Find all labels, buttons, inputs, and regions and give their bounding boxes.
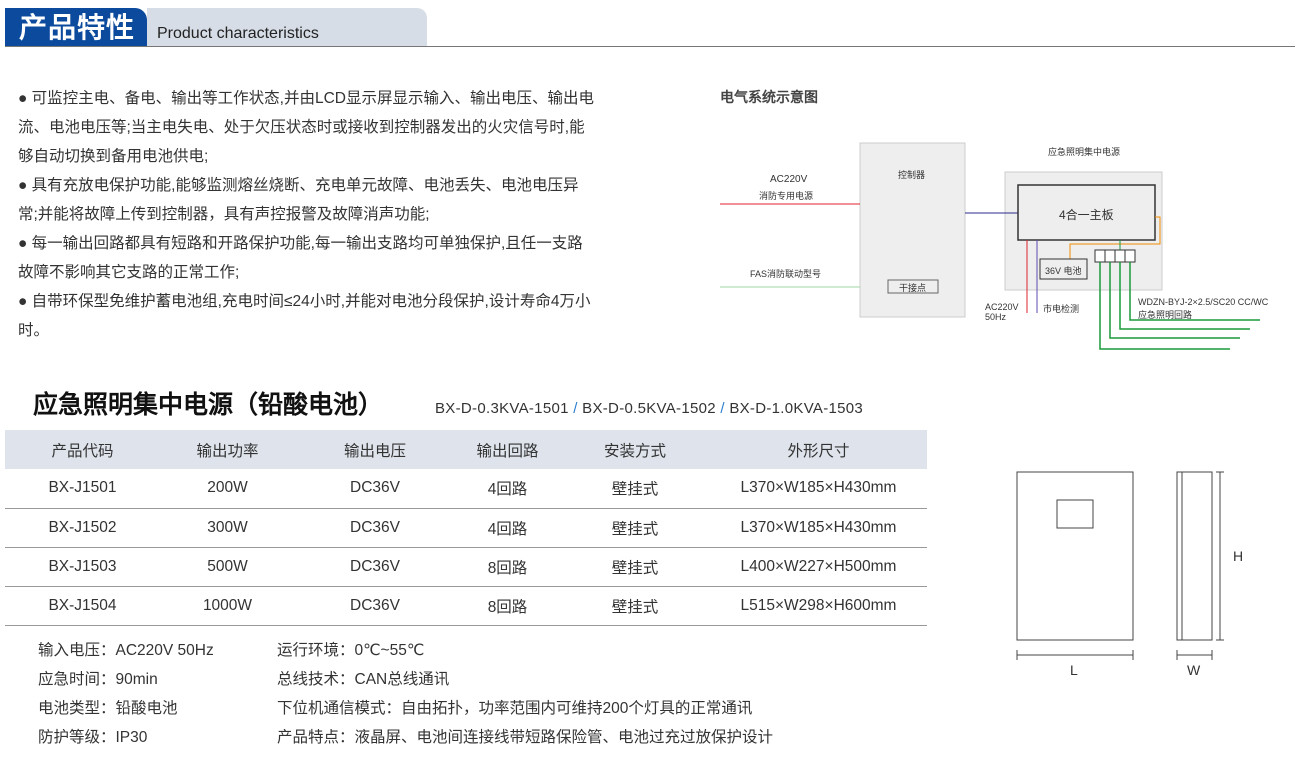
table-cell: DC36V [295,508,455,548]
spec-item: 输入电压：AC220V 50Hz [38,642,214,659]
diagram-title: 电气系统示意图 [720,89,818,105]
spec-item: 应急时间：90min [38,671,158,688]
table-cell: BX-J1503 [5,547,160,587]
battery-label: 36V 电池 [1045,266,1082,276]
ac-sub-label: 消防专用电源 [759,191,814,201]
table-cell: 300W [160,508,295,548]
col-header: 输出回路 [455,430,560,469]
feature-list: ● 可监控主电、备电、输出等工作状态,并由LCD显示屏显示输入、输出电压、输出电… [18,84,598,345]
model: BX-D-0.3KVA-1501 [435,400,569,417]
table-cell: 壁挂式 [560,508,710,548]
controller-label: 控制器 [898,170,926,180]
table-cell: 壁挂式 [560,547,710,587]
header-divider [5,46,1295,47]
specs-left: 输入电压：AC220V 50Hz 应急时间：90min 电池类型：铅酸电池 防护… [38,636,214,752]
table-cell: BX-J1501 [5,469,160,509]
model: BX-D-0.5KVA-1502 [582,400,716,417]
dry-contact-label: 干接点 [899,283,927,293]
spec-item: 总线技术：CAN总线通讯 [277,671,450,688]
table-cell: 1000W [160,586,295,626]
table-cell: L400×W227×H500mm [710,547,927,587]
model: BX-D-1.0KVA-1503 [729,400,864,417]
table-cell: 8回路 [455,586,560,626]
feature-item: ● 具有充放电保护功能,能够监测熔丝烧断、充电单元故障、电池丢失、电池电压异常;… [18,177,579,223]
table-cell: 壁挂式 [560,469,710,509]
psu-label: 应急照明集中电源 [1048,147,1121,157]
output-circuit-lines [1099,262,1260,350]
fas-label: FAS消防联动型号 [750,269,822,279]
feature-item: ● 每一输出回路都具有短路和开路保护功能,每一输出支路均可单独保护,且任一支路故… [18,235,583,281]
display-window [1056,499,1094,529]
table-cell: DC36V [295,586,455,626]
electrical-diagram [720,142,1260,350]
dim-h: H [1233,548,1244,564]
table-cell: 8回路 [455,547,560,587]
side-view [1176,471,1213,641]
col-header: 产品代码 [5,430,160,469]
table-cell: 壁挂式 [560,586,710,626]
enclosure-drawing [1016,471,1224,660]
battery-box [1039,258,1088,280]
spec-item: 产品特点：液晶屏、电池间连接线带短路保险管、电池过充过放保护设计 [277,729,774,746]
spec-item: 电池类型：铅酸电池 [38,700,178,717]
table-cell: 200W [160,469,295,509]
separator: / [568,400,583,417]
feature-item: ● 自带环保型免维护蓄电池组,充电时间≤24小时,并能对电池分段保护,设计寿命4… [18,293,591,339]
section-title-cn: 产品特性 [5,8,147,47]
table-cell: L370×W185×H430mm [710,469,927,509]
ac-in-label: AC220V [985,302,1019,312]
battery-line [1069,216,1161,259]
terminal-block [1094,249,1136,263]
feature-item: ● 可监控主电、备电、输出等工作状态,并由LCD显示屏显示输入、输出电压、输出电… [18,90,594,165]
dim-l: L [1070,662,1078,678]
spec-item: 防护等级：IP30 [38,729,148,746]
model-list: BX-D-0.3KVA-1501 / BX-D-0.5KVA-1502 / BX… [435,400,863,417]
spec-item: 运行环境：0℃~55℃ [277,642,425,659]
col-header: 输出功率 [160,430,295,469]
circuit-label: 应急照明回路 [1138,310,1193,320]
mainboard-label: 4合一主板 [1059,208,1114,222]
table-cell: BX-J1504 [5,586,160,626]
section-title-en: Product characteristics [147,8,427,47]
mainboard-box [1017,184,1156,241]
spec-item: 下位机通信模式：自由拓扑，功率范围内可维持200个灯具的正常通讯 [277,700,753,717]
table-cell: 4回路 [455,469,560,509]
series-title: 应急照明集中电源（铅酸电池） [33,391,384,419]
front-view [1016,471,1134,641]
table-cell: DC36V [295,469,455,509]
dry-contact-box [887,279,939,294]
col-header: 输出电压 [295,430,455,469]
col-header: 安装方式 [560,430,710,469]
table-cell: 500W [160,547,295,587]
table-cell: DC36V [295,547,455,587]
specs-right: 运行环境：0℃~55℃ 总线技术：CAN总线通讯 下位机通信模式：自由拓扑，功率… [277,636,773,752]
cable-label: WDZN-BYJ-2×2.5/SC20 CC/WC [1138,297,1269,307]
table-cell: L515×W298×H600mm [710,586,927,626]
separator: / [715,400,730,417]
table-cell: 4回路 [455,508,560,548]
ac-label: AC220V [770,174,808,185]
ac-in-hz-label: 50Hz [985,312,1007,322]
table-cell: L370×W185×H430mm [710,508,927,548]
col-header: 外形尺寸 [710,430,927,469]
table-header-row: 产品代码 输出功率 输出电压 输出回路 安装方式 外形尺寸 [5,430,927,469]
dim-w: W [1187,662,1201,678]
mains-detect-label: 市电检测 [1043,304,1080,314]
table-cell: BX-J1502 [5,508,160,548]
